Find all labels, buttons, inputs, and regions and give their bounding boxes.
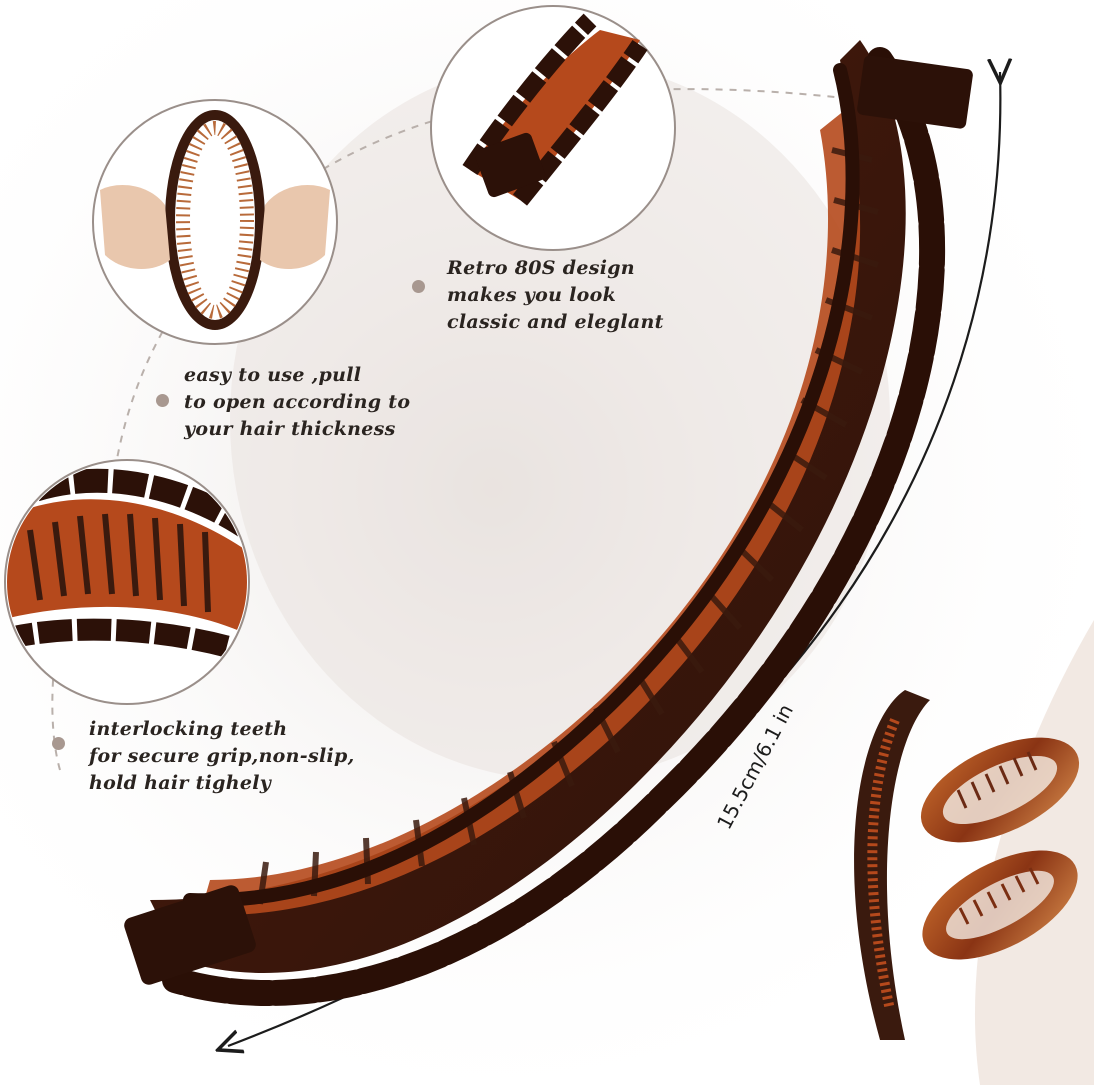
tortoise-clip-top bbox=[920, 737, 1080, 843]
detail-circle-open-clip bbox=[92, 99, 338, 345]
feature-retro-design: Retro 80S design makes you look classic … bbox=[447, 255, 664, 336]
feature-line: for secure grip,non-slip, bbox=[89, 745, 355, 767]
feature-interlocking-teeth: interlocking teeth for secure grip,non-s… bbox=[89, 716, 354, 797]
feature-line: interlocking teeth bbox=[89, 718, 288, 740]
feature-line: easy to use ,pull bbox=[184, 364, 362, 386]
feature-line: your hair thickness bbox=[184, 418, 396, 440]
dot-icon bbox=[156, 394, 169, 407]
feature-line: hold hair tighely bbox=[89, 772, 272, 794]
dot-icon bbox=[52, 737, 65, 750]
small-clip-side-view bbox=[854, 690, 930, 1040]
feature-line: makes you look bbox=[447, 284, 617, 306]
main-banana-clip bbox=[124, 40, 973, 1007]
feature-line: Retro 80S design bbox=[447, 257, 635, 279]
dot-icon bbox=[412, 280, 425, 293]
feature-line: to open according to bbox=[184, 391, 411, 413]
feature-easy-to-use: easy to use ,pull to open according to y… bbox=[184, 362, 410, 443]
tortoise-clip-bottom bbox=[922, 850, 1078, 960]
detail-circle-clasp bbox=[430, 5, 676, 251]
feature-line: classic and eleglant bbox=[447, 311, 664, 333]
